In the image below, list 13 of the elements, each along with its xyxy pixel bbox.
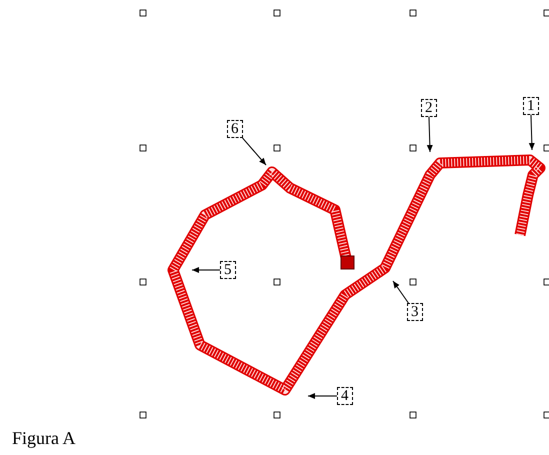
leader-line (308, 393, 338, 399)
callout-number: 3 (407, 303, 422, 321)
figure-caption: Figura A (12, 428, 76, 449)
callout-number: 4 (337, 387, 352, 405)
leader-line (392, 280, 409, 304)
callout-number: 5 (220, 261, 236, 279)
leader-line (528, 114, 535, 150)
callout-number: 1 (523, 97, 538, 115)
leader-line (242, 137, 266, 166)
callout-number: 6 (227, 120, 242, 138)
leader-line (426, 116, 433, 152)
leader-line (192, 267, 220, 273)
callout-number: 2 (421, 99, 436, 117)
